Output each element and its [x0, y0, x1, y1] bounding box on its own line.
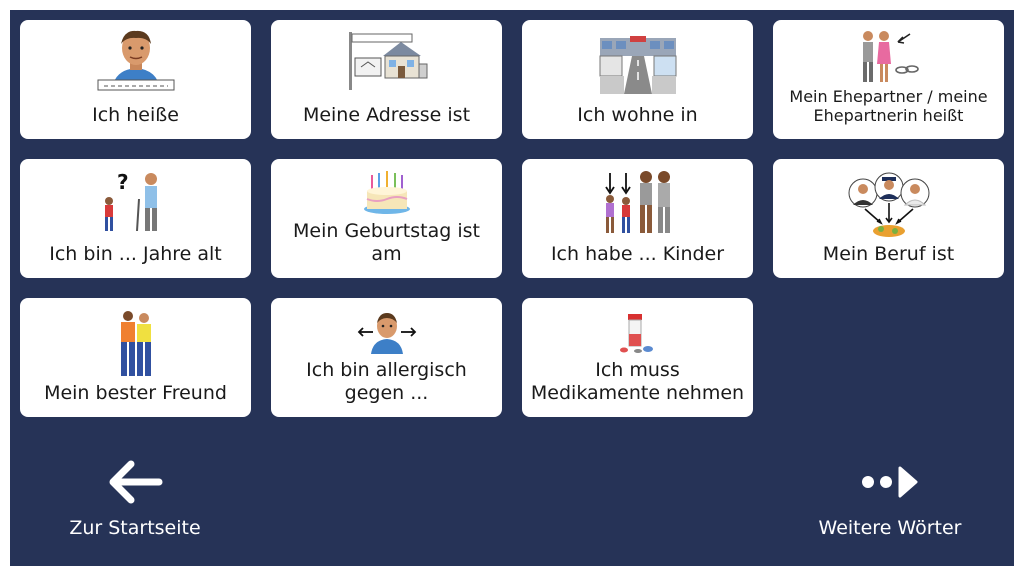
tile-geburtstag[interactable]: Mein Geburtstag ist am: [271, 159, 502, 278]
home-button[interactable]: Zur Startseite: [55, 460, 215, 540]
tile-label: Mein Beruf ist: [822, 243, 955, 265]
tile-label: Ich wohne in: [577, 104, 698, 126]
tile-jahre-alt[interactable]: ? Ich bin ... Jahre alt: [20, 159, 251, 278]
tile-label: Ich heiße: [92, 104, 179, 126]
more-words-button[interactable]: Weitere Wörter: [800, 460, 980, 540]
tile-ehepartner[interactable]: Mein Ehepartner / meine Ehepartnerin hei…: [773, 20, 1004, 139]
town-street-icon: [599, 36, 676, 94]
next-dots-arrow-icon: [862, 466, 918, 498]
tile-label: Ich habe ... Kinder: [550, 243, 725, 265]
communication-board: Ich heiße Meine Adresse ist: [10, 10, 1014, 566]
tile-ich-wohne-in[interactable]: Ich wohne in: [522, 20, 753, 139]
tile-allergisch[interactable]: Ich bin allergisch gegen ...: [271, 298, 502, 417]
tile-kinder[interactable]: Ich habe ... Kinder: [522, 159, 753, 278]
family-children-icon: [604, 171, 670, 233]
house-address-icon: [348, 32, 427, 90]
tile-label: Ich muss Medikamente nehmen: [530, 359, 745, 404]
tile-label: Mein bester Freund: [44, 382, 227, 404]
allergy-man-icon: [357, 313, 416, 354]
tile-bester-freund[interactable]: Mein bester Freund: [20, 298, 251, 417]
arrow-left-icon: [109, 460, 163, 504]
professions-icon: [848, 172, 929, 237]
tile-label: Mein Geburtstag ist am: [293, 220, 480, 265]
best-friends-icon: [120, 311, 151, 376]
home-label: Zur Startseite: [69, 517, 201, 539]
birthday-cake-icon: [363, 171, 410, 214]
tile-meine-adresse[interactable]: Meine Adresse ist: [271, 20, 502, 139]
more-words-label: Weitere Wörter: [818, 517, 962, 539]
tile-label: Mein Ehepartner / meine Ehepartnerin hei…: [789, 87, 988, 125]
tile-medikamente[interactable]: Ich muss Medikamente nehmen: [522, 298, 753, 417]
svg-text:?: ?: [117, 171, 129, 194]
age-child-elder-icon: ?: [104, 171, 157, 232]
tile-ich-heisse[interactable]: Ich heiße: [20, 20, 251, 139]
tile-beruf[interactable]: Mein Beruf ist: [773, 159, 1004, 278]
tile-label: Meine Adresse ist: [302, 104, 471, 126]
tile-label: Ich bin allergisch gegen ...: [306, 359, 467, 404]
medicine-icon: [619, 314, 653, 353]
tile-label: Ich bin ... Jahre alt: [49, 243, 222, 265]
married-couple-rings-icon: [862, 31, 919, 82]
man-portrait-icon: [97, 30, 174, 91]
